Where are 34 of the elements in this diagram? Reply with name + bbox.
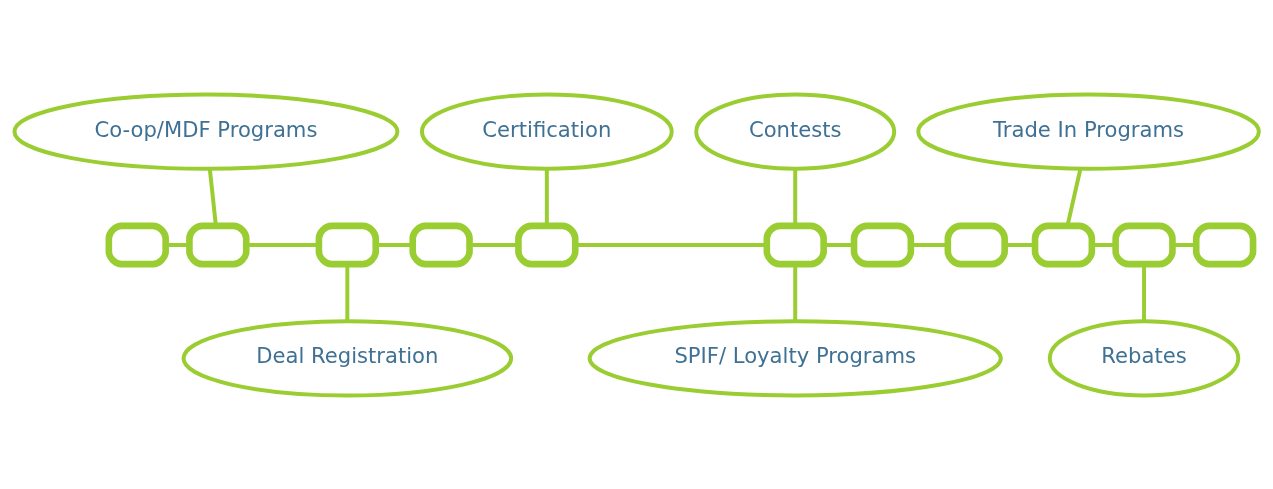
node-ellipse: Trade In Programs	[916, 92, 1261, 171]
node-box	[944, 222, 1008, 267]
node-box	[409, 222, 473, 267]
connector	[207, 168, 218, 226]
connector	[823, 242, 854, 247]
connector	[575, 242, 767, 247]
node-box	[105, 222, 169, 267]
connector	[246, 242, 319, 247]
connector	[345, 264, 350, 321]
connector	[1065, 168, 1083, 226]
connector	[1173, 242, 1196, 247]
node-box	[763, 222, 827, 267]
node-ellipse: Certification	[419, 92, 674, 171]
node-box	[1031, 222, 1096, 267]
connector	[793, 264, 798, 321]
node-box	[315, 222, 380, 267]
node-box	[186, 222, 250, 267]
node-ellipse: SPIF/ Loyalty Programs	[587, 318, 1003, 397]
connector	[911, 242, 948, 247]
node-ellipse: Rebates	[1047, 318, 1241, 397]
node-box	[850, 222, 915, 267]
connector	[544, 168, 549, 226]
node-box	[515, 222, 579, 267]
connector	[1092, 242, 1116, 247]
node-box	[1112, 222, 1176, 267]
connector	[166, 242, 190, 247]
node-box	[1192, 222, 1257, 267]
node-ellipse: Contests	[694, 92, 897, 171]
connector	[1004, 242, 1035, 247]
connector	[1142, 264, 1146, 321]
connector	[469, 242, 518, 247]
connector	[793, 168, 798, 226]
node-ellipse: Deal Registration	[181, 318, 514, 397]
node-ellipse: Co-op/MDF Programs	[12, 92, 400, 171]
